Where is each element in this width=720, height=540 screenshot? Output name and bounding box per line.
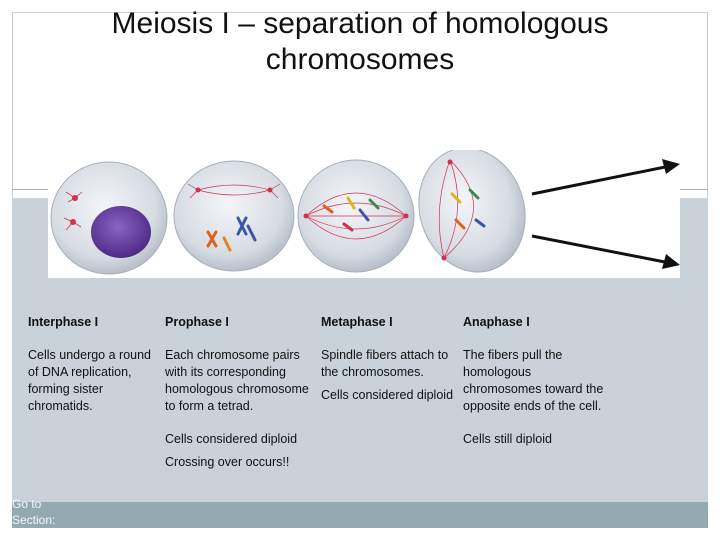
anaphase-cell [418, 150, 526, 273]
interphase-cell [50, 161, 168, 275]
stage-metaphase: Metaphase I Spindle fibers attach to the… [321, 314, 461, 404]
slide-title: Meiosis I – separation of homologous chr… [40, 6, 680, 78]
divider-right [680, 189, 708, 190]
stage-name: Anaphase I [463, 315, 530, 329]
stage-name: Metaphase I [321, 315, 393, 329]
stage-description: The fibers pull the homologous chromosom… [463, 348, 604, 413]
goto-section-link[interactable]: Go to Section: [12, 497, 56, 527]
title-line-2: chromosomes [265, 43, 455, 76]
stage-description: Each chromosome pairs with its correspon… [165, 348, 309, 413]
title-line-1: Meiosis I – separation of homologous [111, 7, 609, 40]
stage-description: Spindle fibers attach to the chromosomes… [321, 348, 449, 379]
stage-name: Prophase I [165, 315, 229, 329]
stage-description: Crossing over occurs!! [165, 455, 290, 469]
arrow-icon [531, 159, 680, 269]
divider-left [12, 189, 52, 190]
stage-description: Cells considered diploid [165, 432, 298, 446]
stage-description: Cells considered diploid [321, 388, 454, 402]
stage-prophase: Prophase I Each chromosome pairs with it… [165, 314, 315, 471]
metaphase-cell [297, 159, 415, 273]
bottom-strip [12, 502, 708, 528]
prophase-cell [173, 160, 295, 272]
stage-description: Cells undergo a round of DNA replication… [28, 348, 151, 413]
stage-name: Interphase I [28, 315, 99, 329]
meiosis-illustration [48, 150, 680, 278]
stage-anaphase: Anaphase I The fibers pull the homologou… [463, 314, 605, 448]
stage-description: Cells still diploid [463, 432, 552, 446]
stage-interphase: Interphase I Cells undergo a round of DN… [28, 314, 156, 415]
